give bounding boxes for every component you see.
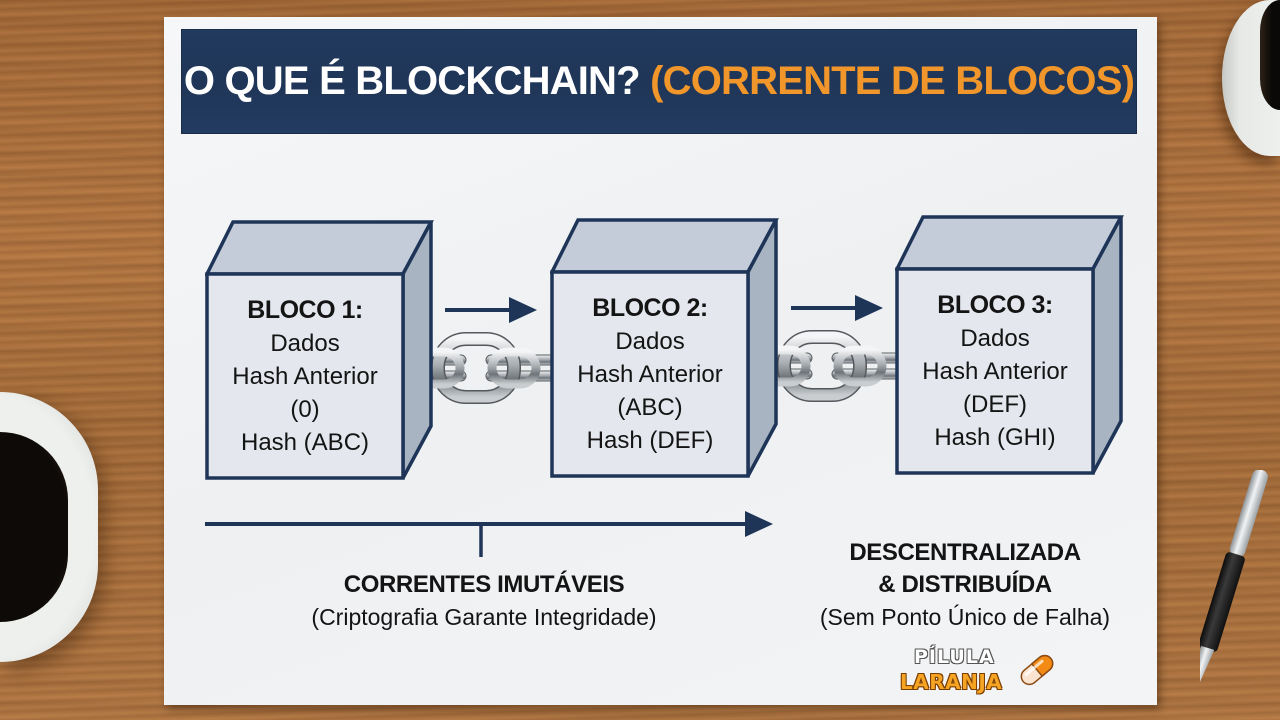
title-banner: O QUE É BLOCKCHAIN? (CORRENTE DE BLOCOS) bbox=[181, 29, 1137, 134]
block-content: BLOCO 2: Dados Hash Anterior (ABC) Hash … bbox=[552, 292, 748, 457]
logo-line1: PÍLULA bbox=[914, 646, 995, 668]
coffee-cup-left bbox=[0, 392, 98, 662]
pill-icon bbox=[1020, 654, 1054, 686]
brand-logo: PÍLULA LARANJA bbox=[900, 646, 1060, 698]
coffee bbox=[0, 432, 68, 622]
block-3: BLOCO 3: Dados Hash Anterior (DEF) Hash … bbox=[895, 215, 1125, 477]
block-line: Hash (GHI) bbox=[934, 424, 1056, 451]
block-heading: BLOCO 2: bbox=[592, 294, 708, 322]
block-line: (DEF) bbox=[963, 391, 1027, 418]
block-line: (ABC) bbox=[617, 394, 683, 421]
coffee-cup-right bbox=[1222, 0, 1280, 156]
cube-shape bbox=[895, 215, 1124, 475]
pen bbox=[1200, 470, 1280, 720]
block-content: BLOCO 1: Dados Hash Anterior (0) Hash (A… bbox=[207, 294, 403, 459]
coffee bbox=[1260, 0, 1280, 110]
block-line: Dados bbox=[615, 328, 685, 355]
arrow-right-icon bbox=[791, 295, 883, 321]
caption-decentralized: DESCENTRALIZADA & DISTRIBUÍDA (Sem Ponto… bbox=[790, 537, 1140, 633]
block-line: Hash Anterior bbox=[232, 363, 378, 390]
block-heading: BLOCO 3: bbox=[937, 291, 1053, 319]
caption-subtext: (Sem Ponto Único de Falha) bbox=[819, 604, 1111, 630]
block-line: (0) bbox=[290, 396, 320, 423]
page-title: O QUE É BLOCKCHAIN? (CORRENTE DE BLOCOS) bbox=[183, 59, 1135, 104]
caption-heading: CORRENTES IMUTÁVEIS bbox=[343, 571, 625, 598]
block-line: Dados bbox=[960, 325, 1030, 352]
cube-shape bbox=[205, 220, 434, 480]
block-content: BLOCO 3: Dados Hash Anterior (DEF) Hash … bbox=[897, 289, 1093, 454]
block-line: Dados bbox=[270, 330, 340, 357]
block-2: BLOCO 2: Dados Hash Anterior (ABC) Hash … bbox=[550, 218, 780, 480]
block-1: BLOCO 1: Dados Hash Anterior (0) Hash (A… bbox=[205, 220, 435, 482]
block-line: Hash (ABC) bbox=[240, 429, 370, 456]
block-line: Hash Anterior bbox=[922, 358, 1068, 385]
caption-subtext: (Criptografia Garante Integridade) bbox=[311, 604, 657, 630]
caption-heading-line2: & DISTRIBUÍDA bbox=[878, 571, 1052, 598]
logo-line2: LARANJA bbox=[900, 670, 1003, 694]
cube-shape bbox=[550, 218, 779, 478]
infographic-paper: O QUE É BLOCKCHAIN? (CORRENTE DE BLOCOS) bbox=[164, 17, 1157, 705]
block-heading: BLOCO 1: bbox=[247, 296, 363, 324]
block-line: Hash (DEF) bbox=[586, 427, 714, 454]
pen-shape bbox=[1200, 470, 1268, 687]
title-main: O QUE É BLOCKCHAIN? bbox=[183, 59, 641, 103]
caption-immutable: CORRENTES IMUTÁVEIS (Criptografia Garant… bbox=[274, 569, 694, 633]
title-accent: (CORRENTE DE BLOCOS) bbox=[650, 59, 1135, 103]
block-line: Hash Anterior bbox=[577, 361, 723, 388]
timeline-arrow-icon bbox=[205, 511, 773, 557]
chain-link-2-3 bbox=[742, 330, 902, 402]
caption-heading-line1: DESCENTRALIZADA bbox=[849, 539, 1081, 566]
arrow-right-icon bbox=[445, 297, 537, 323]
